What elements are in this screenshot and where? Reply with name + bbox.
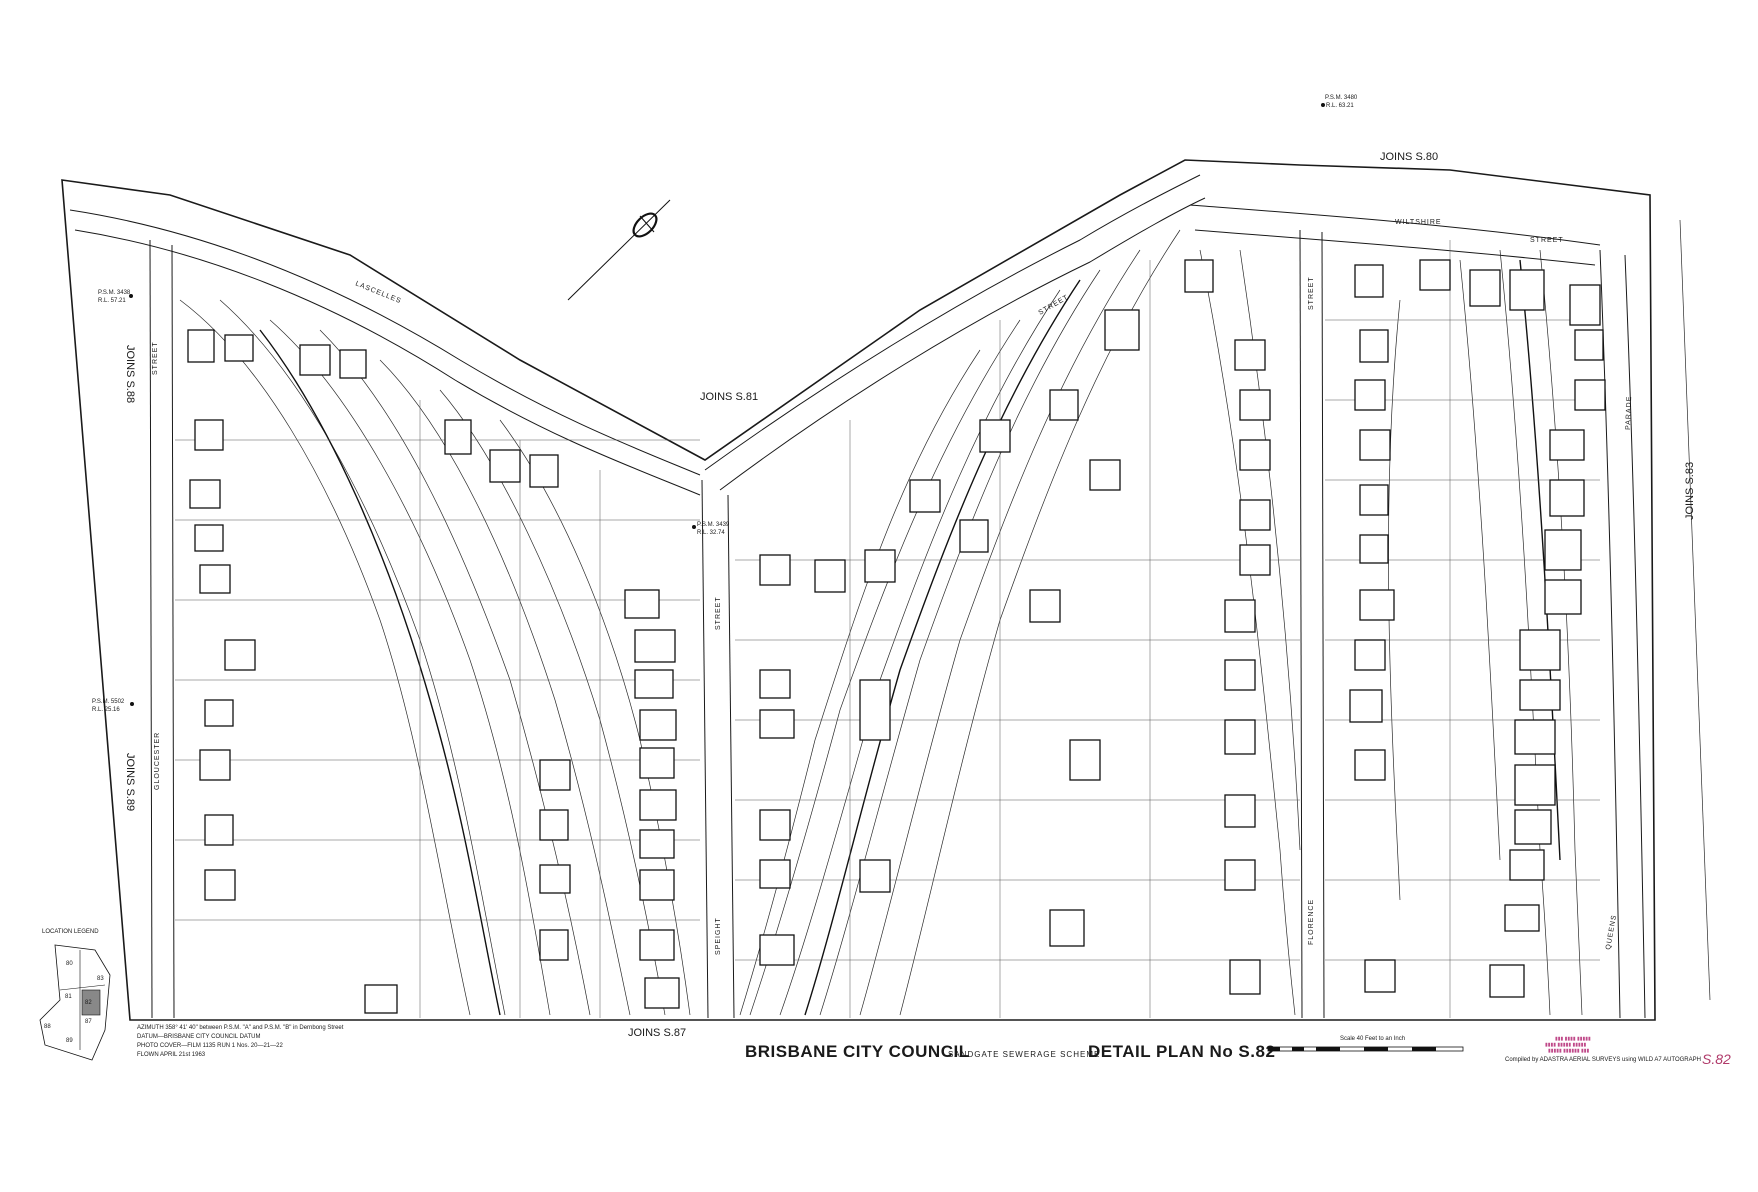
- contour-lines: [179, 219, 1711, 1016]
- compiled-credit: Compiled by ADASTRA AERIAL SURVEYS using…: [1505, 1057, 1701, 1063]
- joins-s81: JOINS S.81: [700, 391, 758, 403]
- svg-text:R.L. 63.21: R.L. 63.21: [1326, 103, 1354, 109]
- svg-text:FLOWN APRIL 21st 1963: FLOWN APRIL 21st 1963: [137, 1052, 206, 1058]
- location-legend: LOCATION LEGEND 80 81 82 83 87 88 89: [39, 929, 111, 1061]
- joins-s88: JOINS S.88: [124, 345, 136, 403]
- approval-stamp: ▮▮▮ ▮▮▮▮ ▮▮▮▮▮ ▮▮▮▮ ▮▮▮▮▮ ▮▮▮▮▮ ▮▮▮▮▮ ▮▮…: [1545, 1036, 1591, 1054]
- street-vert-right: STREET: [1308, 276, 1315, 310]
- houses: [187, 259, 1606, 1014]
- svg-text:▮▮▮▮▮ ▮▮▮▮▮▮ ▮▮▮: ▮▮▮▮▮ ▮▮▮▮▮▮ ▮▮▮: [1548, 1048, 1590, 1054]
- svg-text:LOCATION LEGEND: LOCATION LEGEND: [42, 929, 99, 935]
- street-queens: QUEENS: [1605, 914, 1618, 950]
- road-gloucester: [149, 239, 175, 1019]
- svg-text:AZIMUTH 358° 41' 40" between P: AZIMUTH 358° 41' 40" between P.S.M. "A" …: [137, 1025, 344, 1031]
- svg-text:R.L. 57.21: R.L. 57.21: [98, 298, 126, 304]
- street-mid: STREET: [715, 596, 722, 630]
- street-wiltshire: WILTSHIRE: [1395, 219, 1442, 226]
- svg-text:89: 89: [66, 1038, 73, 1044]
- svg-text:P.S.M. 3480: P.S.M. 3480: [1325, 95, 1358, 101]
- plan-boundary: [61, 159, 1656, 1021]
- road-florence: [1299, 229, 1325, 1019]
- location-legend-current-sheet: [81, 989, 101, 1016]
- street-gloucester: GLOUCESTER: [154, 732, 161, 790]
- svg-text:DATUM—BRISBANE CITY COUNCIL DA: DATUM—BRISBANE CITY COUNCIL DATUM: [137, 1034, 260, 1040]
- road-speight: [701, 479, 735, 1019]
- road-parade: [1599, 249, 1646, 1019]
- svg-text:PHOTO COVER—FILM 1135 RUN 1 No: PHOTO COVER—FILM 1135 RUN 1 Nos. 20—21—2…: [137, 1043, 283, 1049]
- svg-text:82: 82: [85, 1000, 92, 1006]
- index-contours: [259, 259, 1561, 1016]
- svg-text:▮▮▮▮ ▮▮▮▮▮ ▮▮▮▮▮: ▮▮▮▮ ▮▮▮▮▮ ▮▮▮▮▮: [1545, 1042, 1587, 1048]
- scale-bar: Scale 40 Feet to an Inch: [1267, 1036, 1464, 1052]
- joins-s80: JOINS S.80: [1380, 151, 1438, 163]
- road-lascelles: [69, 209, 701, 496]
- benchmark-psm-3438: P.S.M. 3438 R.L. 57.21: [98, 290, 133, 304]
- lot-boundaries: [175, 240, 1600, 1018]
- north-arrow-icon: [567, 199, 671, 301]
- joins-s83: JOINS S.83: [1684, 462, 1696, 520]
- svg-text:▮▮▮ ▮▮▮▮ ▮▮▮▮▮: ▮▮▮ ▮▮▮▮ ▮▮▮▮▮: [1555, 1036, 1591, 1042]
- svg-text:R.L. 32.74: R.L. 32.74: [697, 530, 725, 536]
- title-plan: DETAIL PLAN No S.82: [1088, 1042, 1275, 1061]
- svg-text:88: 88: [44, 1024, 51, 1030]
- street-lascelles: LASCELLES: [354, 280, 402, 305]
- benchmark-psm-3480: P.S.M. 3480 R.L. 63.21: [1321, 95, 1358, 109]
- road-diagonal: [704, 174, 1206, 491]
- survey-notes: AZIMUTH 358° 41' 40" between P.S.M. "A" …: [137, 1025, 344, 1058]
- svg-text:P.S.M. 3438: P.S.M. 3438: [98, 290, 131, 296]
- title-council: BRISBANE CITY COUNCIL: [745, 1042, 970, 1061]
- svg-text:Scale 40 Feet to an Inch: Scale 40 Feet to an Inch: [1340, 1036, 1405, 1042]
- benchmark-psm-5502: P.S.M. 5502 R.L. 25.16: [92, 699, 134, 713]
- benchmark-psm-3439: P.S.M. 3439 R.L. 32.74: [692, 522, 730, 536]
- svg-text:P.S.M. 3439: P.S.M. 3439: [697, 522, 730, 528]
- street-left: STREET: [152, 341, 159, 375]
- title-scheme: SANDGATE SEWERAGE SCHEME: [948, 1050, 1100, 1059]
- street-diagonal: STREET: [1038, 294, 1071, 317]
- svg-text:81: 81: [65, 994, 72, 1000]
- road-wiltshire: [1189, 204, 1601, 266]
- street-florence: FLORENCE: [1308, 899, 1315, 945]
- sheet-ref-handwritten: S.82: [1702, 1051, 1731, 1067]
- svg-text:87: 87: [85, 1019, 92, 1025]
- joins-s87: JOINS S.87: [628, 1027, 686, 1039]
- svg-text:P.S.M. 5502: P.S.M. 5502: [92, 699, 125, 705]
- street-speight: SPEIGHT: [715, 917, 722, 955]
- svg-text:R.L. 25.16: R.L. 25.16: [92, 707, 120, 713]
- svg-text:83: 83: [97, 976, 104, 982]
- street-parade: PARADE: [1625, 396, 1633, 431]
- joins-s89: JOINS S.89: [124, 753, 136, 811]
- street-top-right: STREET: [1530, 237, 1564, 244]
- svg-text:80: 80: [66, 961, 73, 967]
